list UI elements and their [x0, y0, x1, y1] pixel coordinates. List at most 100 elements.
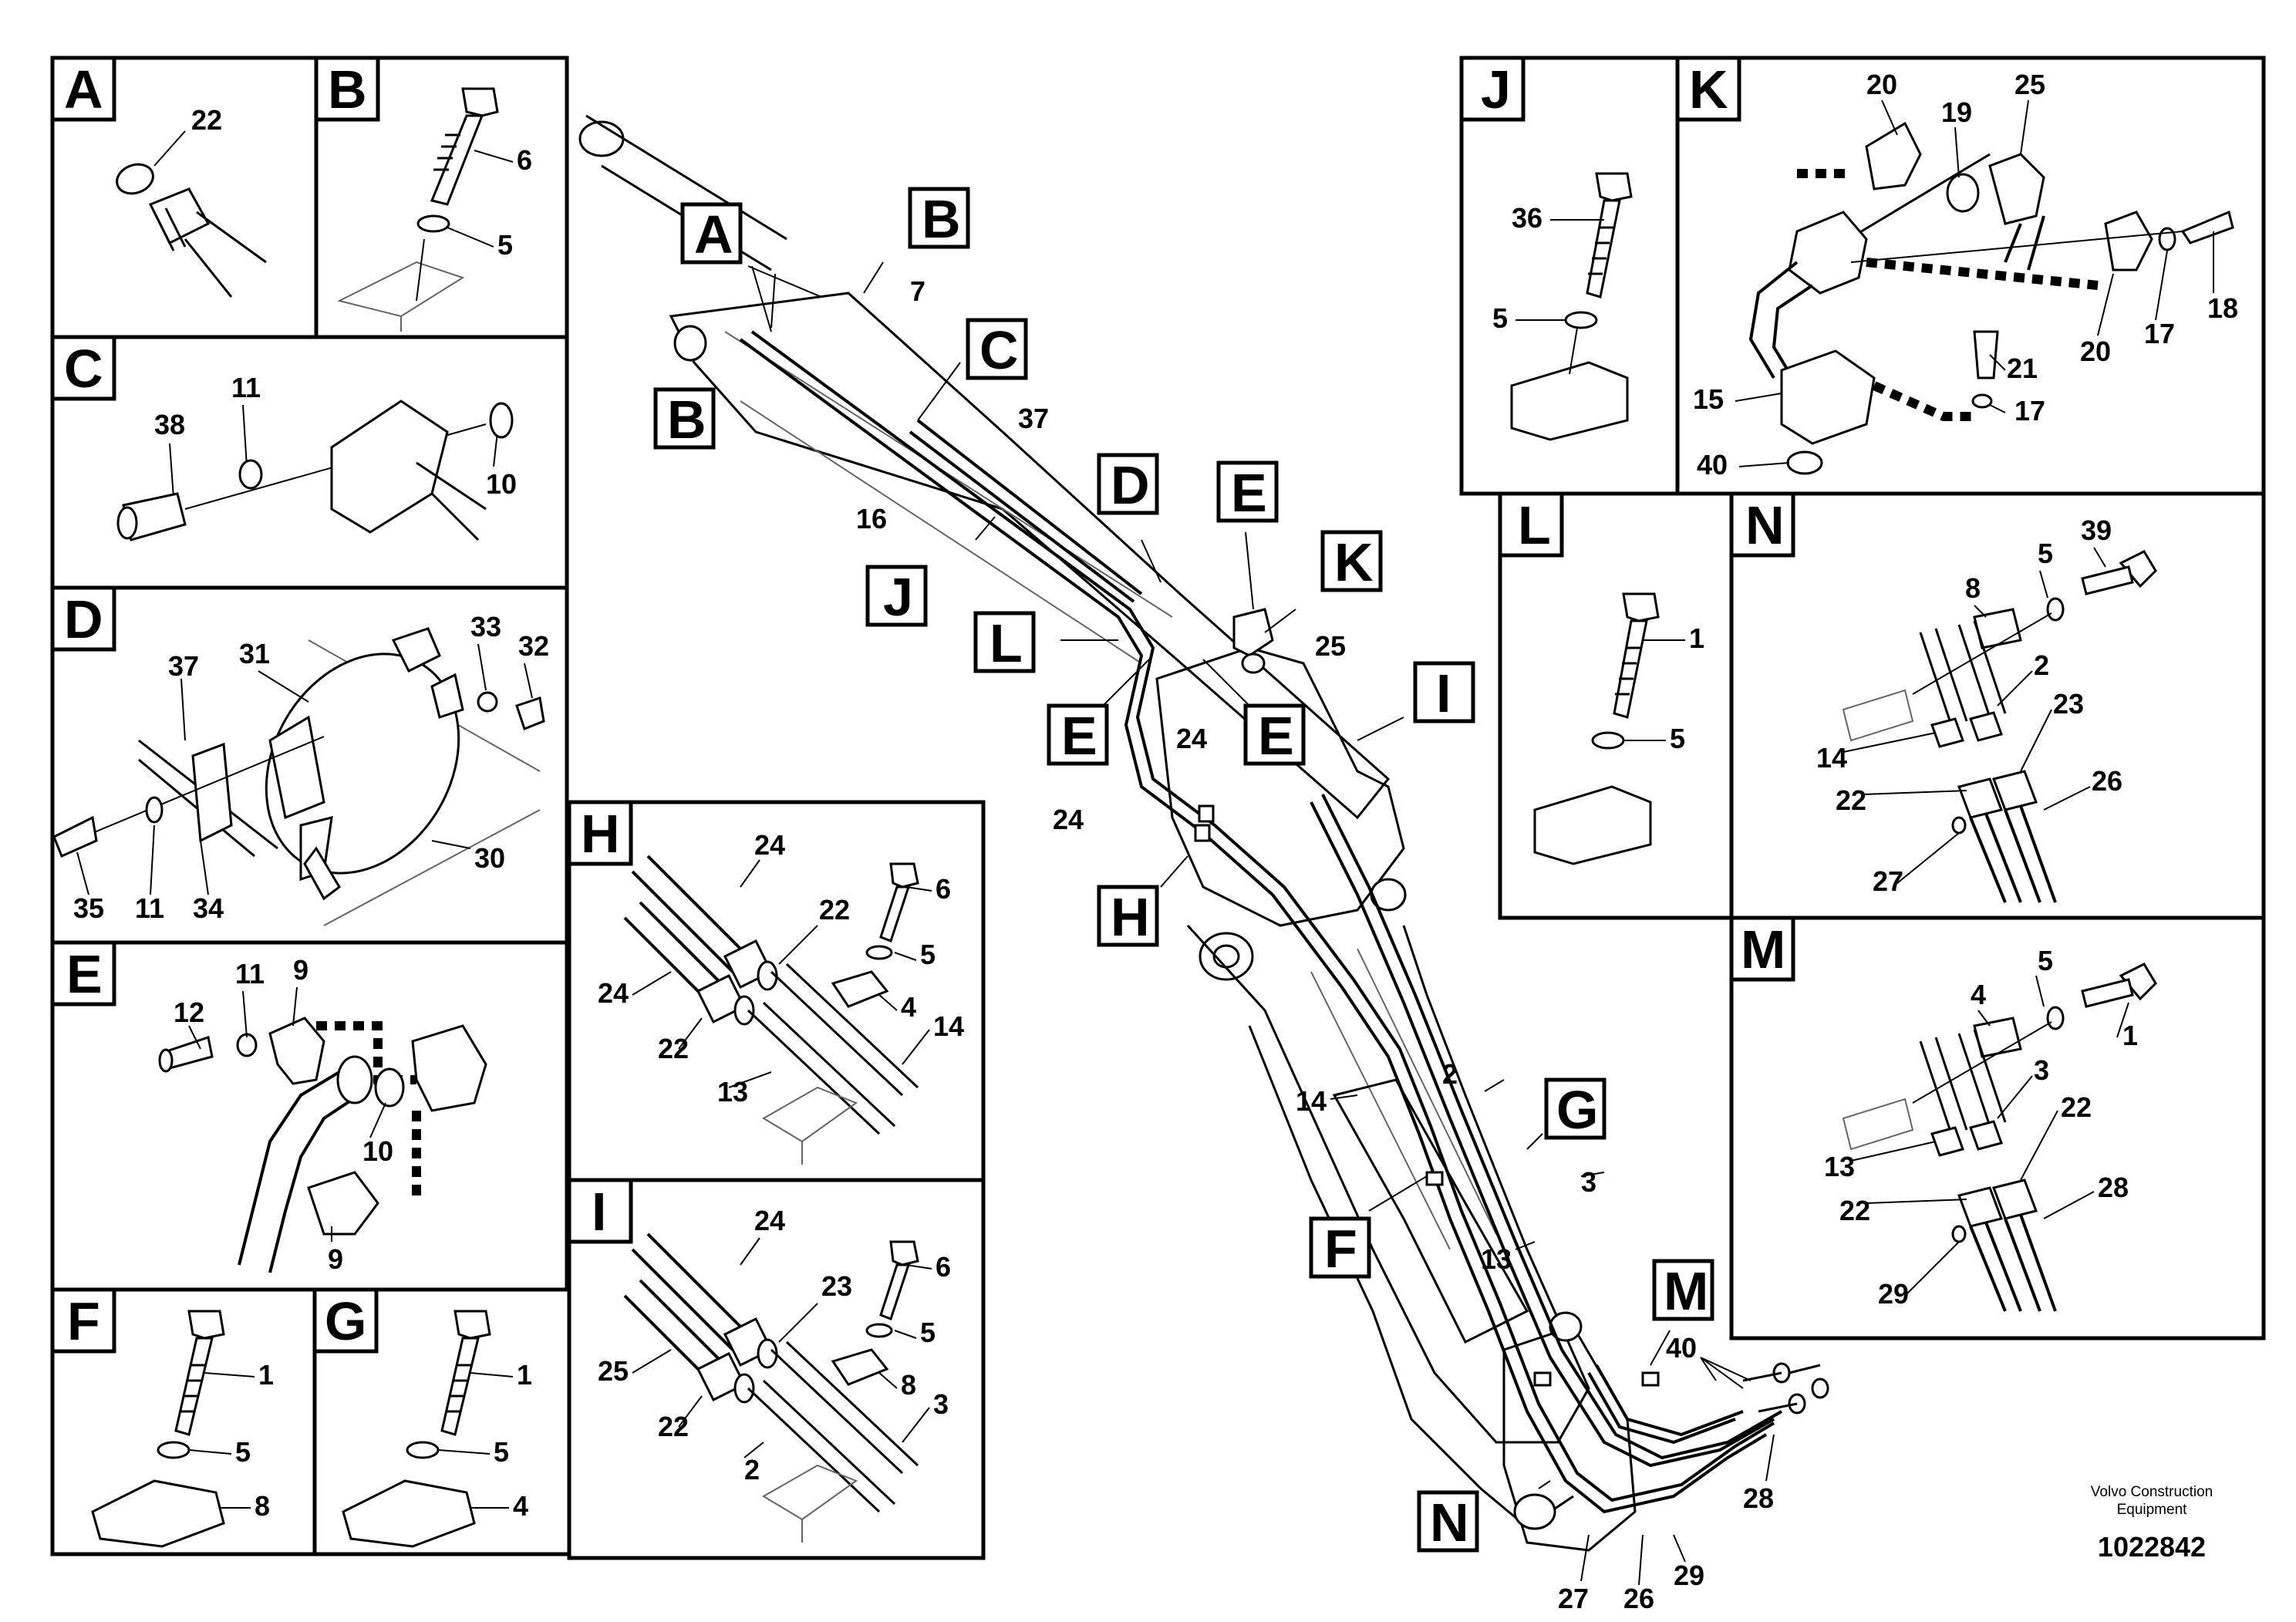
svg-text:22: 22 — [2061, 1091, 2092, 1123]
main-part-14: 14 — [1296, 1085, 1327, 1117]
svg-text:K: K — [1689, 59, 1728, 120]
main-callout-H: H — [1097, 885, 1159, 947]
svg-text:29: 29 — [1878, 1278, 1909, 1310]
svg-text:J: J — [1481, 59, 1511, 120]
main-callout-E-top: E — [1216, 460, 1279, 523]
svg-text:4: 4 — [513, 1490, 528, 1522]
svg-text:5: 5 — [2038, 945, 2053, 976]
svg-text:11: 11 — [235, 958, 265, 990]
main-callout-G: G — [1544, 1077, 1607, 1140]
svg-text:N: N — [1745, 495, 1785, 555]
main-callout-I: I — [1413, 661, 1475, 723]
svg-text:9: 9 — [328, 1243, 343, 1275]
svg-text:17: 17 — [2014, 395, 2045, 427]
main-part-2: 2 — [1442, 1058, 1458, 1090]
svg-text:20: 20 — [2080, 336, 2111, 367]
svg-text:11: 11 — [135, 892, 164, 924]
svg-text:6: 6 — [936, 873, 951, 905]
svg-text:E: E — [1061, 706, 1097, 766]
svg-text:18: 18 — [2207, 292, 2238, 324]
svg-text:3: 3 — [2034, 1054, 2049, 1086]
detail-panel-N: N 39 5 8 2 23 14 22 26 27 — [1729, 491, 2266, 920]
svg-text:C: C — [64, 339, 103, 399]
svg-text:5: 5 — [1492, 302, 1508, 334]
svg-text:27: 27 — [1873, 865, 1903, 897]
main-part-3: 3 — [1581, 1166, 1596, 1198]
detail-panel-K: K 20 19 25 18 17 20 21 15 17 40 — [1675, 56, 2266, 496]
svg-text:1: 1 — [2122, 1020, 2138, 1051]
brand-line-2: Equipment — [2117, 1502, 2188, 1518]
main-callout-D: D — [1097, 453, 1159, 515]
svg-text:5: 5 — [920, 939, 936, 970]
svg-text:5: 5 — [1670, 723, 1685, 754]
svg-text:3: 3 — [933, 1388, 949, 1420]
svg-text:17: 17 — [2144, 318, 2175, 349]
svg-text:B: B — [667, 389, 706, 450]
svg-text:20: 20 — [1866, 69, 1897, 100]
svg-text:2: 2 — [744, 1454, 760, 1485]
svg-text:E: E — [1231, 463, 1267, 523]
svg-text:4: 4 — [1971, 979, 1986, 1010]
svg-text:L: L — [1518, 495, 1551, 555]
svg-text:12: 12 — [174, 996, 204, 1028]
svg-text:38: 38 — [154, 409, 185, 440]
svg-text:I: I — [592, 1182, 606, 1242]
svg-text:5: 5 — [920, 1317, 936, 1348]
document-number: 1022842 — [2098, 1531, 2206, 1563]
svg-text:K: K — [1334, 532, 1374, 592]
detail-panel-B: B 6 5 — [314, 56, 569, 339]
svg-text:9: 9 — [293, 954, 308, 986]
main-part-16: 16 — [856, 503, 887, 534]
svg-text:11: 11 — [231, 372, 261, 403]
svg-text:4: 4 — [901, 991, 916, 1023]
svg-text:24: 24 — [754, 829, 785, 861]
svg-text:H: H — [1111, 887, 1150, 947]
main-part-29: 29 — [1674, 1560, 1704, 1591]
svg-text:L: L — [990, 613, 1023, 673]
main-part-25: 25 — [1315, 630, 1346, 662]
svg-text:H: H — [581, 804, 620, 864]
detail-panel-J: J 36 5 — [1459, 56, 1680, 496]
svg-text:23: 23 — [821, 1270, 852, 1302]
main-part-37: 37 — [1018, 403, 1049, 434]
main-callout-F: F — [1309, 1216, 1371, 1279]
detail-panel-F: F 1 5 8 — [50, 1287, 317, 1556]
svg-text:C: C — [979, 320, 1019, 380]
main-callout-K: K — [1320, 530, 1383, 592]
svg-text:5: 5 — [235, 1436, 251, 1468]
svg-text:32: 32 — [518, 630, 549, 662]
svg-text:A: A — [694, 204, 733, 265]
svg-text:D: D — [1111, 455, 1150, 515]
svg-text:31: 31 — [239, 638, 270, 669]
svg-text:22: 22 — [658, 1033, 689, 1064]
svg-text:F: F — [67, 1291, 100, 1351]
svg-text:1: 1 — [258, 1359, 274, 1391]
main-callout-J: J — [865, 565, 928, 627]
svg-text:D: D — [64, 589, 103, 649]
svg-text:2: 2 — [2034, 649, 2049, 681]
svg-text:B: B — [922, 189, 961, 249]
detail-panel-I: I 24 23 6 5 25 8 3 22 2 — [567, 1178, 986, 1560]
detail-panel-H: H 24 22 6 5 24 4 14 22 13 — [567, 800, 986, 1182]
svg-text:G: G — [1556, 1080, 1598, 1140]
main-part-24-upper: 24 — [1176, 723, 1207, 754]
detail-panel-M: M 5 1 4 3 22 13 22 28 29 — [1729, 916, 2266, 1340]
svg-text:13: 13 — [717, 1076, 748, 1108]
svg-text:28: 28 — [2098, 1172, 2129, 1203]
title-block: Volvo Construction Equipment 1022842 — [2091, 1484, 2213, 1563]
main-callout-E-right: E — [1243, 703, 1306, 766]
svg-text:30: 30 — [474, 842, 505, 874]
svg-text:M: M — [1741, 919, 1785, 980]
svg-text:33: 33 — [470, 611, 501, 642]
main-callout-A: A — [680, 202, 743, 265]
svg-text:1: 1 — [1689, 622, 1704, 654]
detail-panel-D: D 37 31 33 32 35 11 34 30 — [50, 585, 569, 945]
svg-text:B: B — [328, 59, 367, 120]
svg-text:37: 37 — [168, 650, 199, 682]
svg-text:24: 24 — [754, 1205, 785, 1236]
svg-text:26: 26 — [2092, 765, 2122, 797]
main-callout-N: N — [1417, 1490, 1479, 1553]
svg-text:6: 6 — [936, 1251, 951, 1283]
svg-text:39: 39 — [2081, 514, 2112, 546]
